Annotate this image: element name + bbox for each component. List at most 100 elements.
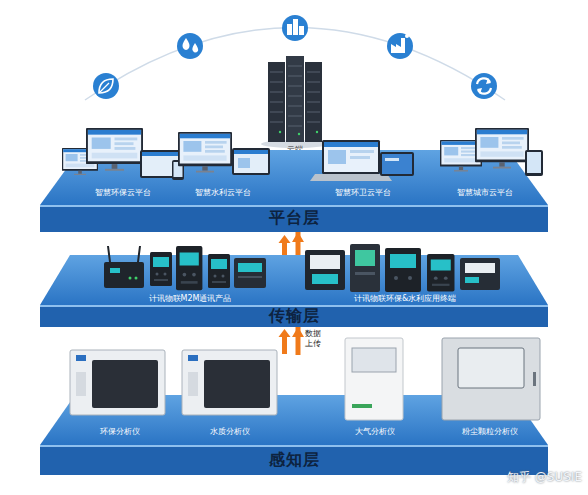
water-icon <box>177 33 203 59</box>
m2m-products <box>110 268 120 273</box>
m2m-products <box>129 277 132 280</box>
water-platform-screens <box>234 150 268 154</box>
city-platform-screens <box>440 128 543 176</box>
eco-water-terminals <box>312 274 338 284</box>
eco-analyzer <box>70 350 165 415</box>
water-platform-screens <box>178 132 232 173</box>
sanitation-platform-laptop <box>385 158 399 161</box>
node-caption: 大气分析仪 <box>320 427 430 437</box>
eco-platform-screens <box>174 162 183 177</box>
node-caption: 智慧环卫云平台 <box>305 188 420 198</box>
city-icon <box>293 19 298 35</box>
factory-icon <box>405 34 409 38</box>
band-front-face <box>40 445 548 475</box>
water-platform-screens <box>178 132 270 175</box>
layer-title: 感知层 <box>40 445 548 475</box>
city-platform-screens <box>525 150 543 176</box>
water-quality-analyzer <box>204 360 270 408</box>
city-icon <box>282 15 308 41</box>
sanitation-platform-laptop <box>324 142 378 147</box>
m2m-products <box>150 252 172 286</box>
sanitation-platform-laptop <box>350 156 370 159</box>
eco-water-terminals <box>305 250 345 290</box>
city-icon <box>287 24 292 35</box>
equipment-group: 粉尘颗粒分析仪 <box>435 340 545 437</box>
upload-arrow <box>296 327 301 355</box>
layer-band: 感知层 环保分析仪水质分析仪 大气分析仪粉尘颗粒分析仪 <box>40 355 548 475</box>
dust-analyzer <box>533 372 536 386</box>
water-quality-analyzer <box>188 355 198 361</box>
node-caption: 计讯物联M2M通讯产品 <box>100 294 280 304</box>
band-top-face <box>40 395 548 445</box>
eco-icon <box>99 79 113 93</box>
node-caption: 智慧环保云平台 <box>60 188 185 198</box>
caption-wrap: 智慧环保云平台 <box>60 188 185 198</box>
eco-platform-screens <box>142 152 178 176</box>
eco-water-terminals <box>390 254 416 268</box>
upload-arrows <box>282 337 287 354</box>
equipment-group: 大气分析仪 <box>320 340 430 437</box>
node-caption: 智慧城市云平台 <box>425 188 545 198</box>
node-caption: 环保分析仪 <box>65 427 175 437</box>
dust-analyzer <box>442 338 540 420</box>
recycle-icon <box>477 78 490 84</box>
m2m-products <box>238 276 262 278</box>
eco-water-terminals <box>350 244 380 292</box>
server-racks <box>279 131 281 133</box>
band-top-face <box>40 255 548 305</box>
sanitation-platform-laptop <box>310 140 414 181</box>
equipment-group: 水质分析仪 <box>175 340 285 437</box>
eco-water-terminals <box>394 276 398 280</box>
m2m-products <box>238 263 262 272</box>
upload-arrow <box>296 232 301 255</box>
equipment-group: 智慧城市云平台 <box>425 100 545 198</box>
eco-water-terminals <box>355 272 375 275</box>
factory-icon <box>387 33 413 59</box>
city-platform-screens <box>527 152 541 173</box>
eco-water-terminals <box>427 254 455 291</box>
dust-analyzer <box>458 348 524 388</box>
eco-platform-screens <box>86 128 143 171</box>
server-racks <box>270 66 320 126</box>
water-icon <box>177 33 203 59</box>
eco-water-terminals <box>305 244 500 292</box>
sanitation-platform-laptop <box>382 154 412 174</box>
server-racks <box>316 131 318 133</box>
caption-wrap: 智慧环卫云平台 <box>305 188 420 198</box>
sanitation-platform-laptop <box>310 174 392 181</box>
server-racks <box>286 56 304 142</box>
caption-wrap: 大气分析仪 <box>320 427 430 437</box>
server-racks <box>298 133 300 135</box>
recycle-icon <box>477 88 482 94</box>
eco-water-terminals <box>355 250 375 266</box>
sanitation-platform-laptop <box>322 140 380 174</box>
water-platform-screens <box>234 150 268 173</box>
equipment-group: 智慧环卫云平台 <box>305 100 420 198</box>
band-edge-highlight <box>40 205 548 207</box>
city-icon <box>282 15 308 41</box>
server-racks <box>261 56 329 148</box>
node-caption: 粉尘颗粒分析仪 <box>435 427 545 437</box>
sanitation-platform-laptop <box>324 142 378 172</box>
eco-water-terminals <box>408 276 412 280</box>
caption-wrap: 智慧城市云平台 <box>425 188 545 198</box>
band-front-face <box>40 205 548 232</box>
m2m-products <box>208 254 230 288</box>
recycle-icon <box>478 88 491 94</box>
caption-wrap: 环保分析仪 <box>65 427 175 437</box>
eco-icon <box>100 83 109 92</box>
eco-water-terminals <box>460 258 500 290</box>
water-platform-screens <box>238 158 250 168</box>
caption-wrap: 粉尘颗粒分析仪 <box>435 427 545 437</box>
city-platform-screens <box>475 128 529 169</box>
recycle-icon <box>486 78 491 84</box>
equipment-group: 智慧水利云平台 <box>165 100 280 198</box>
m2m-products <box>108 246 140 262</box>
water-quality-analyzer <box>182 350 277 415</box>
air-analyzer <box>352 404 372 408</box>
eco-platform-screens <box>142 152 178 156</box>
upload-arrows <box>282 243 287 255</box>
upload-arrows <box>279 235 291 354</box>
caption-wrap: 水质分析仪 <box>175 427 285 437</box>
